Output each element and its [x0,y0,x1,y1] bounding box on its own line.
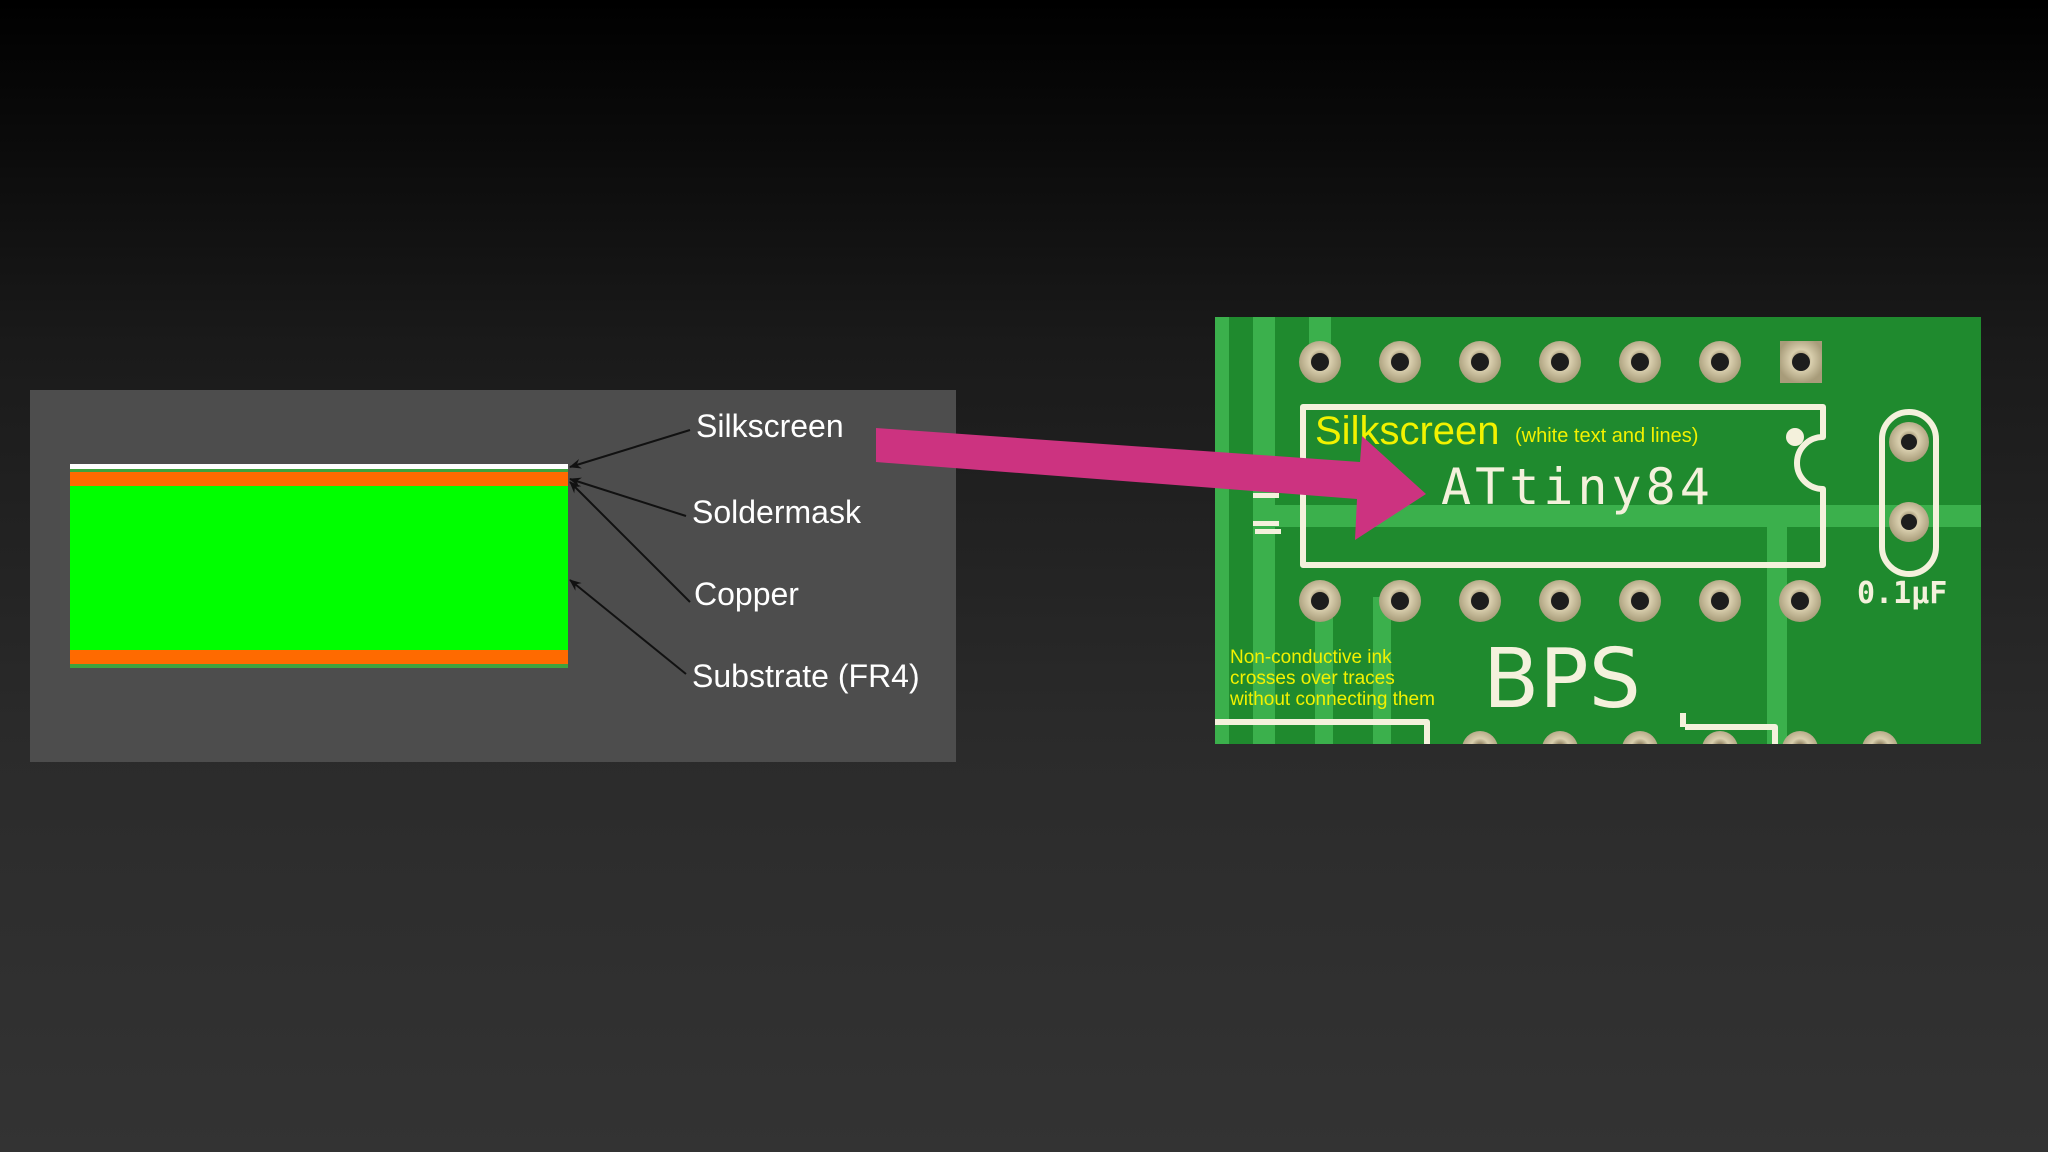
copper-pointer [569,481,691,603]
capacitor-pads [1889,422,1929,542]
capacitor-label: 0.1µF [1857,576,1948,611]
substrate-label: Substrate (FR4) [692,658,920,694]
soldermask-pointer [569,477,687,517]
substrate-pointer [569,579,687,675]
silkscreen-title: Silkscreen [1315,409,1500,453]
bottom-pad-row [1299,580,1821,622]
silkscreen-subtitle: (white text and lines) [1515,425,1699,447]
copper-label: Copper [694,576,799,612]
soldermask-label: Soldermask [692,494,861,530]
silkscreen-pointer [569,429,691,469]
note-line: crosses over traces [1230,668,1395,689]
board-label: BPS [1483,632,1641,727]
layer-stack-drawing [70,429,691,675]
top-copper-layer [70,469,568,472]
layer-stack-diagram: Silkscreen Soldermask Copper Substrate (… [30,390,956,762]
silkscreen-layer [70,464,568,469]
bottom-copper-layer [70,664,568,668]
pcb-photo: Silkscreen (white text and lines) ATtiny… [1215,317,1981,744]
top-soldermask-layer [70,472,568,486]
note-line: Non-conductive ink [1230,647,1392,668]
note-line: without connecting them [1230,689,1435,710]
chip-label: ATtiny84 [1441,458,1714,516]
non-conductive-note: Non-conductive ink crosses over traces w… [1230,647,1435,710]
silkscreen-label: Silkscreen [696,408,844,444]
bottom-soldermask-layer [70,650,568,664]
top-pad-row [1299,341,1822,383]
silkscreen-outlines [1215,404,1939,744]
substrate-layer [70,486,568,650]
